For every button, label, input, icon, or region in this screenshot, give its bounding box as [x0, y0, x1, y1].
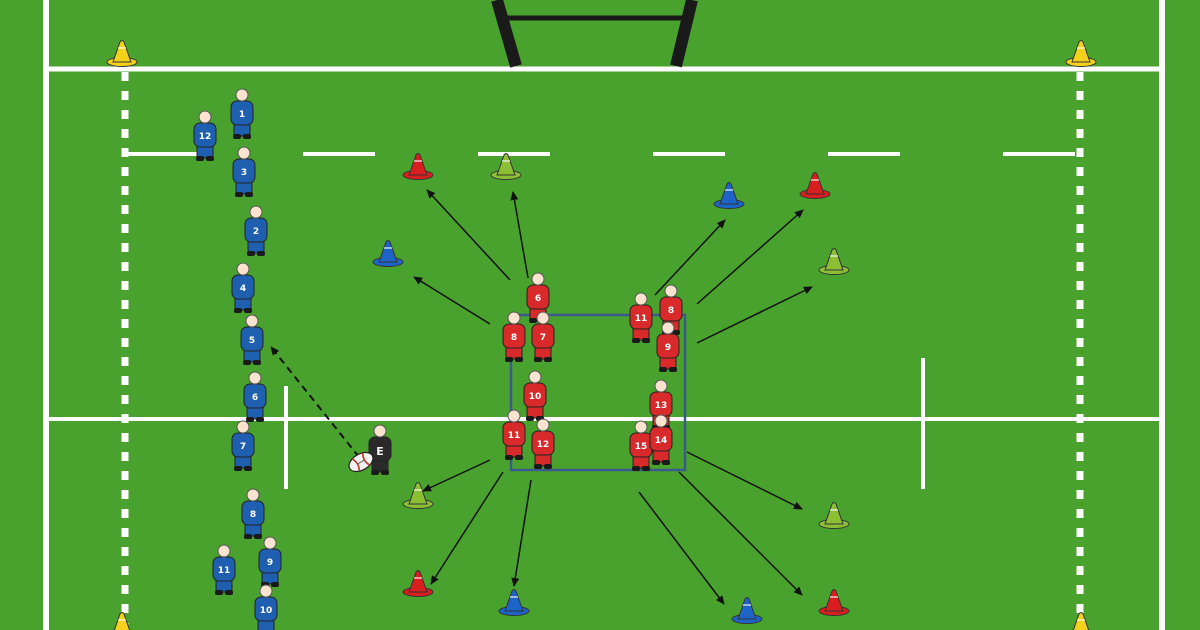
- movement-arrows: [270, 189, 813, 605]
- blue-player-number: 12: [199, 132, 212, 142]
- blue-player-number: 8: [250, 510, 256, 520]
- blue-player: 11: [212, 544, 236, 595]
- red-player-number: 11: [635, 314, 648, 324]
- red-player-number: 14: [655, 436, 668, 446]
- movement-arrow: [422, 459, 491, 492]
- blue-player: 1: [230, 88, 254, 139]
- red-player-number: 7: [540, 333, 546, 343]
- cone-yellow: [1065, 40, 1097, 67]
- red-player: 14: [649, 414, 673, 465]
- blue-player: 3: [232, 146, 256, 197]
- red-player: 9: [656, 321, 680, 372]
- blue-player: 8: [241, 488, 265, 539]
- red-player: 7: [531, 311, 555, 362]
- movement-arrow: [426, 189, 511, 281]
- movement-arrow: [696, 286, 813, 344]
- cone-blue: [498, 589, 530, 616]
- red-player-number: 15: [635, 442, 648, 452]
- red-player-number: 8: [511, 333, 517, 343]
- blue-player-number: 2: [253, 227, 259, 237]
- pitch-lines: [43, 0, 1165, 630]
- blue-player-number: 1: [239, 110, 245, 120]
- blue-player: 5: [240, 314, 264, 365]
- red-player-number: 9: [665, 343, 671, 353]
- movement-arrow: [413, 276, 491, 325]
- movement-arrow: [510, 191, 529, 279]
- red-player-number: 8: [668, 306, 674, 316]
- goalposts: [491, 0, 698, 68]
- cone-blue: [731, 597, 763, 624]
- blue-player: 10: [254, 584, 278, 630]
- blue-player-number: 11: [218, 566, 231, 576]
- cone-red: [402, 153, 434, 180]
- blue-player-number: 5: [249, 336, 255, 346]
- movement-arrow: [511, 479, 532, 587]
- blue-player-number: 10: [260, 606, 273, 616]
- cone-blue: [372, 240, 404, 267]
- movement-arrow: [430, 471, 504, 585]
- goalpost-right: [670, 0, 698, 68]
- red-player: 15: [629, 420, 653, 471]
- blue-player-number: 9: [267, 558, 273, 568]
- red-player: 10: [523, 370, 547, 421]
- red-player-number: 10: [529, 392, 542, 402]
- cone-green: [818, 502, 850, 529]
- red-player-number: 6: [535, 294, 541, 304]
- cone-yellow: [106, 40, 138, 67]
- rugby-ball-icon: [348, 451, 374, 473]
- cone-red: [818, 589, 850, 616]
- red-player: 11: [629, 292, 653, 343]
- red-player-number: 11: [508, 431, 521, 441]
- coach-number: E: [376, 445, 384, 458]
- blue-player: 2: [244, 205, 268, 256]
- cone-green: [490, 153, 522, 180]
- blue-player-number: 3: [241, 168, 247, 178]
- blue-player: 12: [193, 110, 217, 161]
- blue-player-number: 7: [240, 442, 246, 452]
- cone-blue: [713, 182, 745, 209]
- movement-arrow: [696, 209, 804, 305]
- red-player: 8: [502, 311, 526, 362]
- movement-arrow: [678, 471, 803, 596]
- red-player: 12: [531, 418, 555, 469]
- movement-arrow: [654, 219, 726, 296]
- grid-square: [509, 313, 687, 472]
- movement-arrow: [686, 451, 803, 510]
- goalpost-left: [491, 0, 522, 68]
- coach: E: [368, 424, 392, 475]
- red-player-number: 12: [537, 440, 550, 450]
- cone-red: [799, 172, 831, 199]
- cone-green: [402, 482, 434, 509]
- blue-player: 7: [231, 420, 255, 471]
- cones: [106, 40, 1097, 630]
- blue-player-number: 4: [240, 284, 246, 294]
- cone-red: [402, 570, 434, 597]
- red-player-number: 13: [655, 401, 668, 411]
- movement-arrow: [638, 491, 725, 605]
- red-player: 11: [502, 409, 526, 460]
- blue-player: 6: [243, 371, 267, 422]
- blue-player-number: 6: [252, 393, 258, 403]
- cone-green: [818, 248, 850, 275]
- blue-player: 4: [231, 262, 255, 313]
